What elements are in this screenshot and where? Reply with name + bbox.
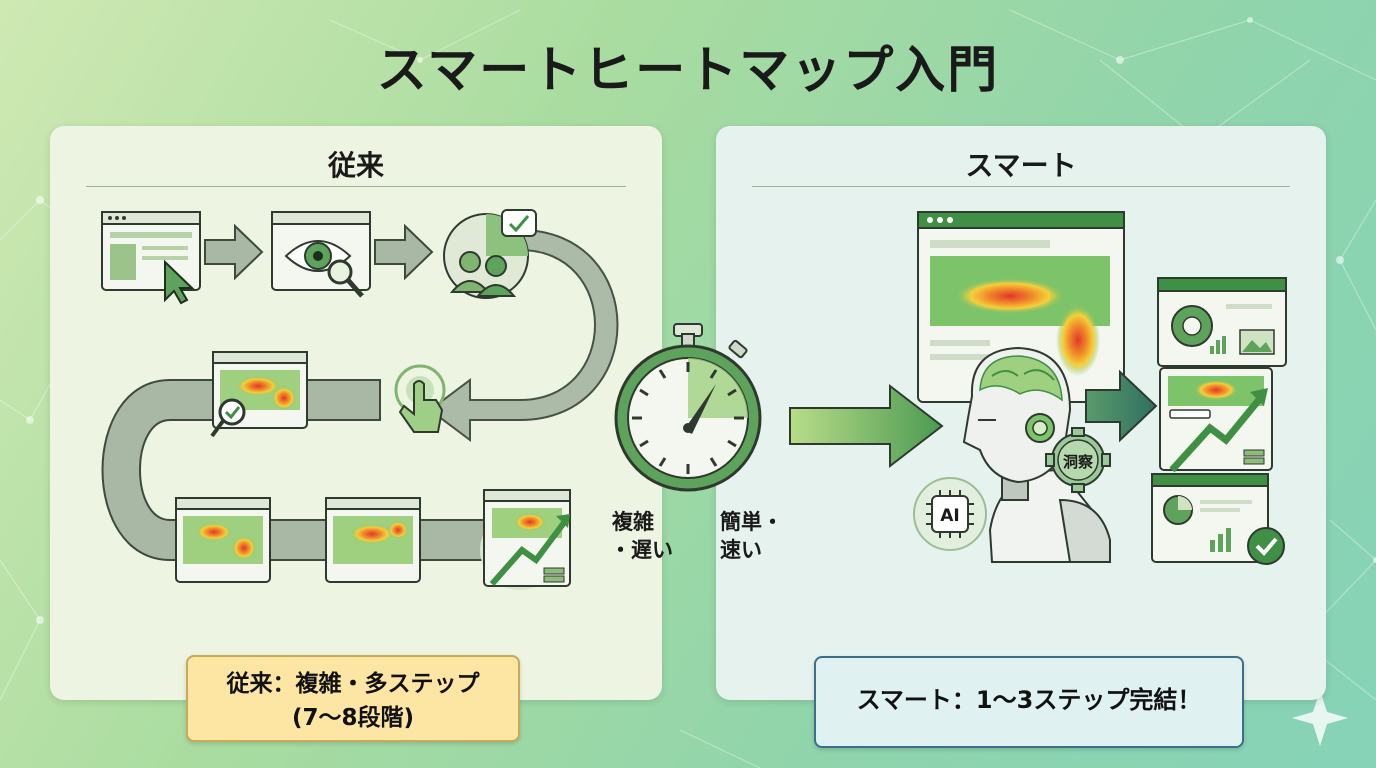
insight-gear-icon: 洞察 xyxy=(1045,427,1111,493)
step-arrows xyxy=(204,223,434,281)
slow-label: 複雑 ・遅い xyxy=(610,508,673,564)
page-title: スマートヒートマップ入門 xyxy=(376,41,1000,99)
heatmap-review-icon xyxy=(210,351,308,438)
browser-cursor-icon xyxy=(101,211,201,305)
report-check-icon xyxy=(1151,473,1285,565)
slow-label-line1: 複雑 xyxy=(612,510,654,534)
heatmap-growth-icon xyxy=(1159,367,1273,473)
heatmap-page-icon xyxy=(917,211,1125,403)
ai-robot-icon xyxy=(962,346,1112,563)
smart-summary-box: スマート：1〜3ステップ完結！ xyxy=(814,656,1244,748)
heatmap-doc-icon xyxy=(175,497,271,583)
ai-chip-icon: AI xyxy=(913,477,987,551)
traditional-summary-line1: 従来：複雑・多ステップ xyxy=(226,671,480,697)
analytics-dashboard-icon xyxy=(1157,277,1287,367)
traditional-summary-box: 従来：複雑・多ステップ (7〜8段階) xyxy=(186,655,520,742)
ai-label: AI xyxy=(940,506,959,526)
fast-label: 簡単・ 速い xyxy=(720,508,783,564)
growth-report-icon xyxy=(480,489,571,590)
result-arrow xyxy=(1085,369,1158,443)
heatmap-doc-icon xyxy=(325,497,421,583)
traditional-summary-line2: (7〜8段階) xyxy=(291,705,415,731)
fast-label-line1: 簡単・ xyxy=(720,510,783,534)
stopwatch-icon xyxy=(614,323,762,492)
users-check-icon xyxy=(443,209,537,299)
fast-label-line2: 速い xyxy=(720,538,762,562)
eye-magnifier-icon xyxy=(271,211,371,298)
slow-label-line2: ・遅い xyxy=(610,538,673,562)
hand-click-icon xyxy=(394,364,446,433)
speed-arrow xyxy=(789,383,944,469)
insight-label: 洞察 xyxy=(1063,453,1094,471)
